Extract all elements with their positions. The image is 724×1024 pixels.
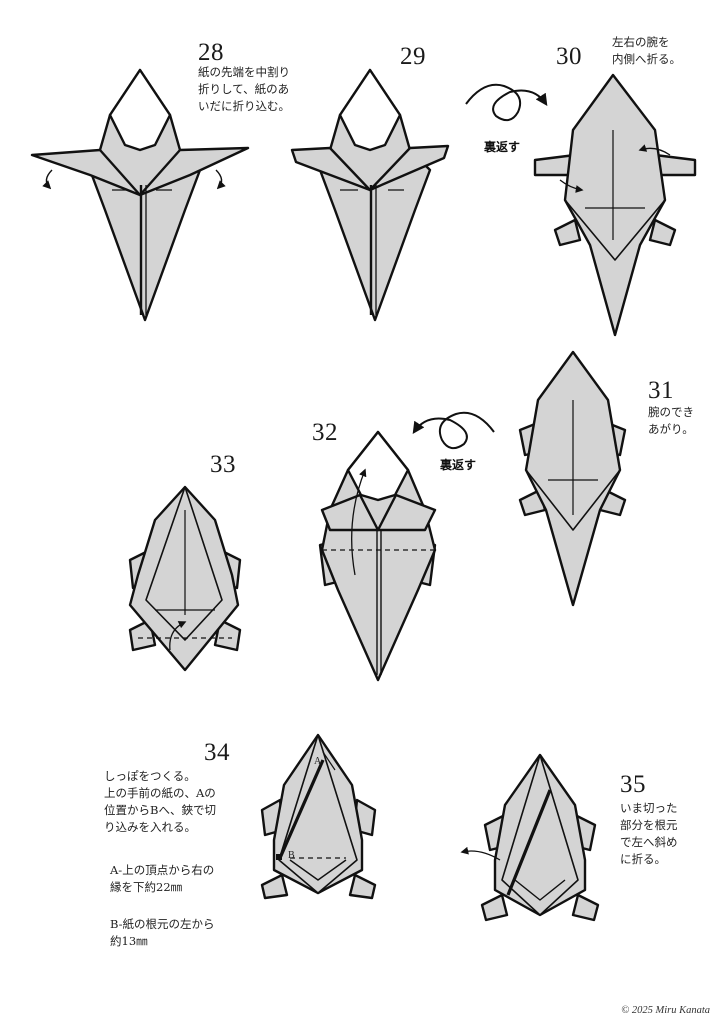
fold-arrow-icon bbox=[215, 169, 226, 190]
step-34-number: 34 bbox=[204, 739, 230, 766]
fold-arrow-icon bbox=[460, 846, 501, 861]
step-30-note: 左右の腕を 内側へ折る。 bbox=[612, 35, 681, 66]
flip-over-arrow-icon bbox=[465, 83, 548, 122]
step-35-number: 35 bbox=[620, 771, 646, 798]
point-label-b: B bbox=[288, 850, 295, 861]
step-34-figure bbox=[260, 733, 377, 900]
step-31-figure bbox=[518, 350, 627, 607]
flip-over-arrow-icon bbox=[412, 411, 495, 450]
step-33-figure bbox=[128, 485, 242, 672]
point-label-a: A bbox=[314, 756, 322, 767]
step-28-number: 28 bbox=[198, 39, 224, 66]
step-30-number: 30 bbox=[556, 43, 582, 70]
step-29-number: 29 bbox=[400, 43, 426, 70]
step-33-number: 33 bbox=[210, 451, 236, 478]
step-32-number: 32 bbox=[312, 419, 338, 446]
step-34-detail-b: B-紙の根元の左から 約13㎜ bbox=[110, 917, 215, 948]
copyright: © 2025 Miru Kanata bbox=[621, 1005, 710, 1016]
step-28-note: 紙の先端を中割り 折りして、紙のあ いだに折り込む。 bbox=[198, 65, 290, 113]
step-31-number: 31 bbox=[648, 377, 674, 404]
flip-label-2: 裏返す bbox=[440, 458, 477, 472]
step-35-figure bbox=[460, 753, 600, 922]
flip-label-1: 裏返す bbox=[484, 140, 521, 154]
step-32-figure bbox=[318, 430, 437, 682]
step-34-note: しっぽをつくる。 上の手前の紙の、Aの 位置からBへ、鋏で切 り込みを入れる。 bbox=[104, 769, 216, 834]
fold-arrow-icon bbox=[42, 169, 53, 190]
step-35-note: いま切った 部分を根元 で左へ斜め に折る。 bbox=[620, 801, 678, 866]
step-28-figure bbox=[30, 68, 250, 322]
step-29-figure bbox=[290, 68, 450, 322]
step-31-note: 腕のでき あがり。 bbox=[648, 405, 694, 436]
step-34-detail-a: A-上の頂点から右の 縁を下約22㎜ bbox=[110, 863, 215, 894]
step-30-figure bbox=[533, 73, 697, 337]
